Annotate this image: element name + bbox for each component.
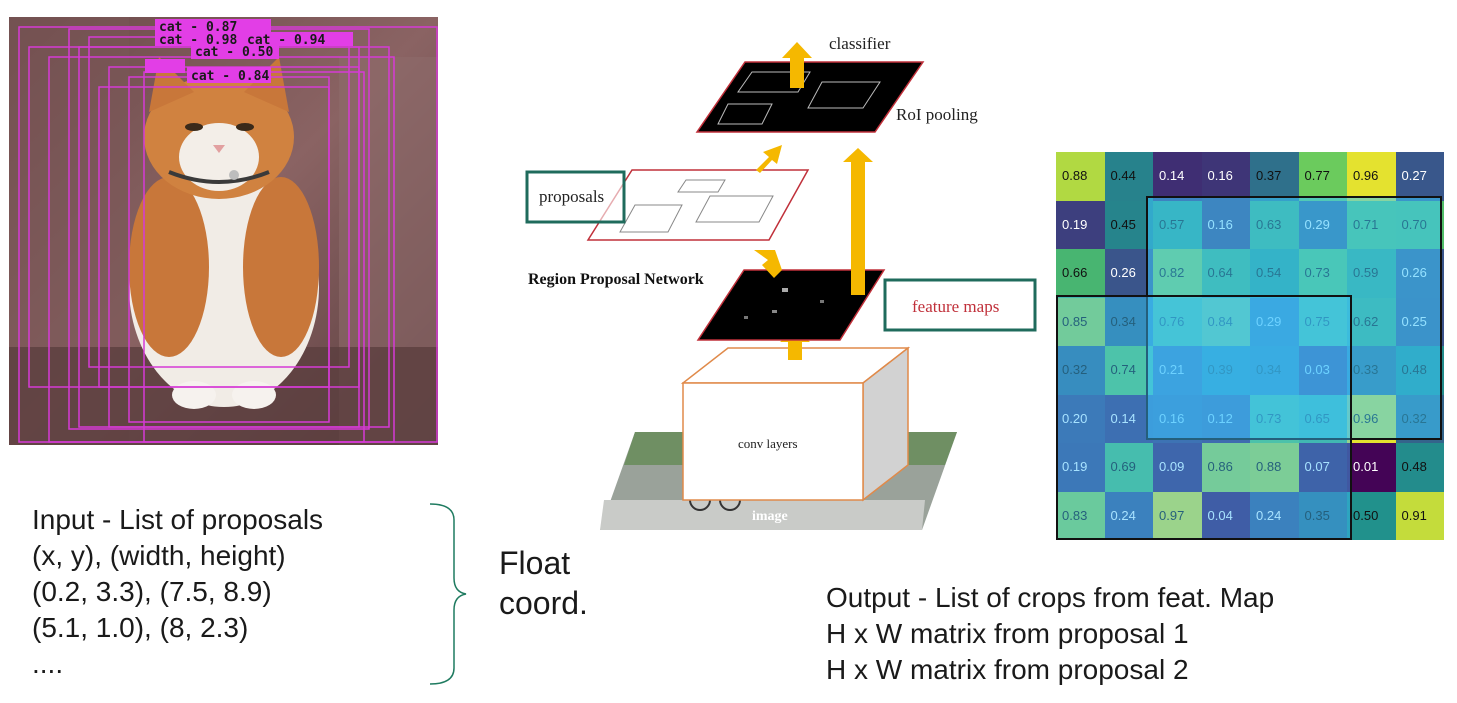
classifier-label: classifier bbox=[829, 34, 891, 53]
detection-label: cat - 0.84 bbox=[191, 69, 269, 84]
cat-image: cat - 0.87 cat - 0.98 cat - 0.94 cat - 0… bbox=[9, 17, 438, 445]
float-coord-label: Float coord. bbox=[499, 543, 588, 623]
heatmap-cell: 0.04 bbox=[1201, 491, 1250, 540]
arrow-up-icon bbox=[782, 42, 812, 88]
detection-label: cat - 0.50 bbox=[195, 45, 273, 60]
heatmap-cell: 0.97 bbox=[1153, 491, 1202, 540]
roi-pooling-plane bbox=[695, 61, 925, 133]
heatmap-cell: 0.20 bbox=[1056, 394, 1105, 443]
input-list-title: Input - List of proposals bbox=[32, 504, 324, 535]
feature-maps-highlight-box bbox=[883, 278, 1037, 332]
proposals-plane bbox=[586, 169, 810, 241]
output-list: Output - List of crops from feat. Map H … bbox=[826, 580, 1446, 688]
heatmap-cell: 0.91 bbox=[1395, 491, 1444, 540]
output-list-row: H x W matrix from proposal 1 bbox=[826, 618, 1189, 649]
detection-label: cat - 0.87 bbox=[159, 20, 237, 35]
feature-maps-plane bbox=[696, 269, 886, 341]
roi-crop-box-2 bbox=[1056, 295, 1352, 540]
heatmap-cell: 0.66 bbox=[1056, 249, 1105, 298]
heatmap-cell: 0.24 bbox=[1250, 491, 1299, 540]
cat-photo: cat - 0.87 cat - 0.98 cat - 0.94 cat - 0… bbox=[9, 17, 438, 445]
feature-maps-label: feature maps bbox=[912, 297, 999, 316]
faster-rcnn-diagram: image conv layers classifier R bbox=[525, 34, 1037, 530]
heatmap-cell: 0.35 bbox=[1298, 491, 1347, 540]
input-list-ellipsis: .... bbox=[32, 648, 64, 679]
heatmap-cell: 0.09 bbox=[1153, 443, 1202, 492]
heatmap-cell: 0.16 bbox=[1201, 152, 1250, 201]
proposals-label: proposals bbox=[539, 187, 604, 206]
rpn-label: Region Proposal Network bbox=[528, 271, 704, 288]
heatmap-cell: 0.19 bbox=[1056, 443, 1105, 492]
conv-layers-cube: conv layers bbox=[680, 346, 911, 502]
heatmap-cell: 0.34 bbox=[1104, 297, 1153, 346]
heatmap-cell: 0.85 bbox=[1056, 297, 1105, 346]
heatmap-cell: 0.86 bbox=[1201, 443, 1250, 492]
heatmap-cell: 0.37 bbox=[1250, 152, 1299, 201]
input-list: Input - List of proposals (x, y), (width… bbox=[32, 502, 432, 682]
heatmap-cell: 0.14 bbox=[1104, 394, 1153, 443]
heatmap-cell: 0.48 bbox=[1395, 443, 1444, 492]
roi-pooling-label: RoI pooling bbox=[896, 105, 978, 124]
heatmap-cell: 0.32 bbox=[1056, 346, 1105, 395]
heatmap-cell: 0.14 bbox=[1153, 152, 1202, 201]
heatmap-cell: 0.19 bbox=[1056, 200, 1105, 249]
heatmap-cell: 0.24 bbox=[1104, 491, 1153, 540]
heatmap-cell: 0.83 bbox=[1056, 491, 1105, 540]
arrow-diagonal-icon bbox=[754, 250, 782, 278]
heatmap-cell: 0.74 bbox=[1104, 346, 1153, 395]
conv-layers-label: conv layers bbox=[738, 436, 798, 451]
output-list-row: H x W matrix from proposal 2 bbox=[826, 654, 1189, 685]
heatmap-cell: 0.07 bbox=[1298, 443, 1347, 492]
input-list-row: (5.1, 1.0), (8, 2.3) bbox=[32, 612, 249, 643]
roi-crop-box-1 bbox=[1146, 196, 1442, 440]
heatmap-cell: 0.26 bbox=[1104, 249, 1153, 298]
input-list-row: (0.2, 3.3), (7.5, 8.9) bbox=[32, 576, 272, 607]
heatmap-cell: 0.96 bbox=[1347, 152, 1396, 201]
heatmap-cell: 0.69 bbox=[1104, 443, 1153, 492]
image-label: image bbox=[752, 509, 788, 524]
heatmap-cell: 0.44 bbox=[1104, 152, 1153, 201]
curly-brace bbox=[429, 503, 467, 685]
output-list-title: Output - List of crops from feat. Map bbox=[826, 582, 1275, 613]
heatmap-cell: 0.45 bbox=[1104, 200, 1153, 249]
heatmap-cell: 0.77 bbox=[1298, 152, 1347, 201]
input-list-format: (x, y), (width, height) bbox=[32, 540, 286, 571]
heatmap-cell: 0.88 bbox=[1056, 152, 1105, 201]
heatmap-cell: 0.88 bbox=[1250, 443, 1299, 492]
arrow-diagonal-icon bbox=[756, 145, 782, 173]
float-label-line: coord. bbox=[499, 585, 588, 621]
float-label-line: Float bbox=[499, 545, 571, 581]
heatmap-cell: 0.01 bbox=[1347, 443, 1396, 492]
arrow-up-icon bbox=[843, 148, 873, 295]
heatmap-cell: 0.27 bbox=[1395, 152, 1444, 201]
heatmap-cell: 0.50 bbox=[1347, 491, 1396, 540]
proposals-highlight-box bbox=[525, 170, 626, 224]
